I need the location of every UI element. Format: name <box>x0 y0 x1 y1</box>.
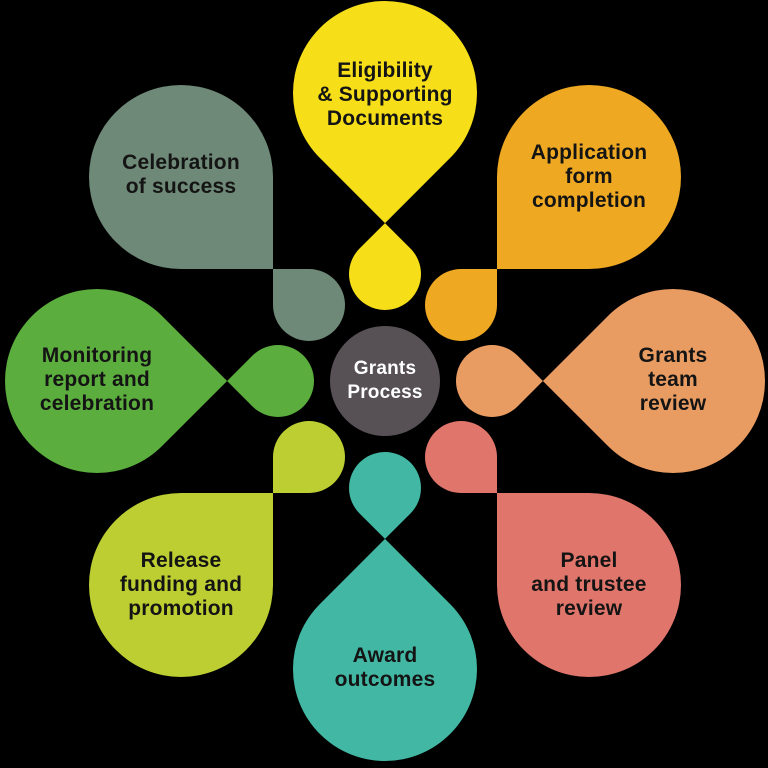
center-hub-label: Grants Process <box>347 358 423 403</box>
petal-panel-and-trustee-review <box>497 493 681 677</box>
petal-label-panel-and-trustee-review: Panel and trustee review <box>531 549 647 620</box>
petal-label-monitoring-report-and-celebration: Monitoring report and celebration <box>39 344 155 415</box>
petal-label-eligibility-supporting-documents: Eligibility & Supporting Documents <box>317 59 453 130</box>
droplet-celebration-of-success <box>273 269 345 341</box>
petal-label-application-form-completion: Application form completion <box>530 141 648 212</box>
petal-label-grants-team-review: Grants team review <box>638 344 708 415</box>
petal-label-celebration-of-success: Celebration of success <box>122 151 240 198</box>
center-hub-circle: Grants Process <box>330 326 440 436</box>
petal-label-award-outcomes: Award outcomes <box>334 644 436 691</box>
petal-label-release-funding-and-promotion: Release funding and promotion <box>119 549 243 620</box>
